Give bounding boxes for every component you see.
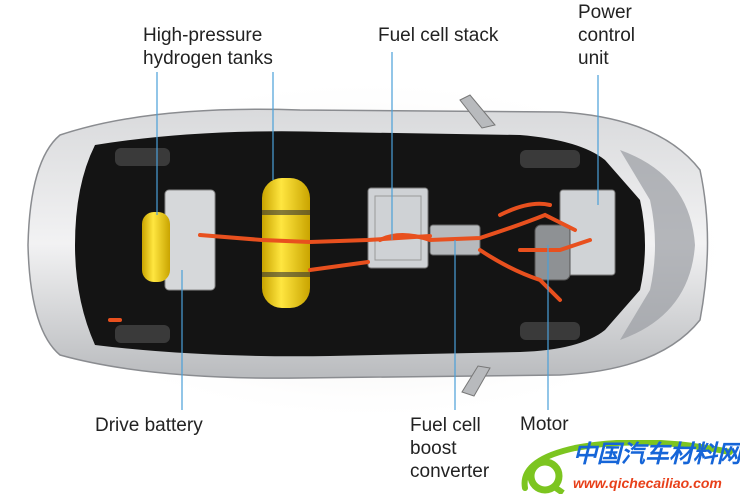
label-line: Power (578, 2, 632, 23)
watermark-url: www.qichecailiao.com (573, 475, 722, 491)
rear-wheel-bottom (115, 325, 170, 343)
fuel-cell-stack-unit (367, 187, 429, 269)
label-line: control (578, 25, 636, 46)
rear-wheel-top (115, 148, 170, 166)
windshield (620, 150, 695, 340)
label-power-control-unit: Power control unit (578, 1, 635, 70)
label-line: boost (410, 438, 457, 459)
watermark-name: 中国汽车材料网 (573, 441, 740, 468)
motor-unit (534, 224, 571, 281)
label-hydrogen-tanks: High-pressure hydrogen tanks (143, 24, 273, 70)
label-fuel-cell-stack: Fuel cell stack (378, 25, 499, 46)
side-mirror-top (459, 94, 496, 129)
front-wheel-top (520, 150, 580, 168)
logo-swoosh-icon (521, 440, 733, 494)
orange-piping (108, 201, 592, 322)
label-line: Fuel cell (410, 415, 481, 436)
label-line: converter (410, 461, 490, 482)
drive-battery-unit (164, 189, 216, 291)
label-motor: Motor (520, 414, 569, 435)
side-mirror-bottom (461, 365, 491, 397)
label-boost-converter: Fuel cell boost converter (410, 414, 489, 483)
label-line: unit (578, 48, 609, 69)
watermark-logo: 中国汽车材料网 www.qichecailiao.com (515, 440, 740, 494)
label-line: hydrogen tanks (143, 48, 273, 69)
label-drive-battery: Drive battery (95, 415, 203, 436)
interior-cavity (75, 131, 645, 357)
front-wheel-bottom (520, 322, 580, 340)
hydrogen-tank-small (142, 212, 170, 282)
label-line: High-pressure (143, 25, 263, 46)
leader-lines (156, 52, 599, 410)
